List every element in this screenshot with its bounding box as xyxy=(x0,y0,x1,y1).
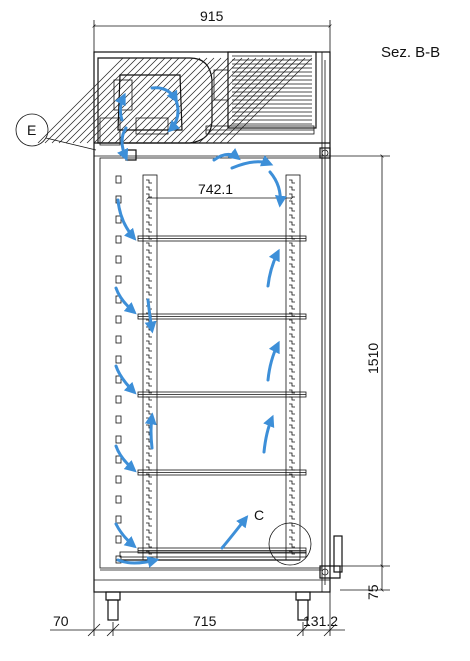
airflow-arrow xyxy=(116,198,137,241)
airflow-arrow xyxy=(117,126,129,162)
dimension-left-offset-label: 70 xyxy=(53,613,69,629)
shelf-group xyxy=(119,235,307,558)
bottom-rail xyxy=(119,551,307,558)
airflow-arrow xyxy=(144,412,157,450)
airflow-arrow xyxy=(167,98,181,133)
dimension-bottom-chain: 70 715 131.2 xyxy=(50,592,345,637)
evaporator-housing xyxy=(37,57,313,161)
right-foot xyxy=(295,591,311,621)
dimension-overall-width: 915 xyxy=(92,8,332,52)
airflow-arrow xyxy=(268,170,287,208)
dimension-foot-height-label: 75 xyxy=(365,584,381,600)
airflow-arrow xyxy=(212,148,241,162)
dimension-foot-height: 75 xyxy=(340,566,390,600)
airflow-arrow xyxy=(266,340,280,382)
airflow-arrow xyxy=(114,522,137,549)
door-hinge xyxy=(319,147,343,579)
airflow-arrow xyxy=(114,444,137,473)
dimension-overall-width-label: 915 xyxy=(200,8,224,24)
section-label: Sez. B-B xyxy=(381,44,440,61)
cabinet-outline xyxy=(93,51,331,593)
airflow-arrow xyxy=(220,515,249,550)
detail-callout-c-label: C xyxy=(254,507,264,523)
right-rack-ladder xyxy=(285,174,301,561)
airflow-arrow xyxy=(150,86,178,104)
dimension-inner-width: 742.1 xyxy=(146,181,294,200)
airflow-arrows xyxy=(114,86,287,568)
detail-callout-e: E xyxy=(15,113,97,151)
airflow-arrow xyxy=(230,155,274,170)
compressor-unit xyxy=(205,51,317,135)
dimension-right-offset-label: 131.2 xyxy=(303,613,338,629)
left-wall-guides xyxy=(115,175,122,564)
left-foot xyxy=(105,591,121,621)
airflow-arrow xyxy=(116,556,160,568)
detail-callout-c: C xyxy=(254,507,312,566)
dimension-inner-height: 1510 xyxy=(322,154,390,568)
dimension-inner-width-label: 742.1 xyxy=(198,181,233,197)
dimension-inner-height-label: 1510 xyxy=(365,343,381,374)
airflow-arrow xyxy=(114,364,137,395)
airflow-arrow xyxy=(262,414,275,454)
airflow-arrow xyxy=(266,248,280,288)
left-rack-ladder xyxy=(142,174,158,561)
airflow-arrow xyxy=(144,298,157,334)
dimension-foot-span-label: 715 xyxy=(193,613,217,629)
airflow-arrow xyxy=(114,286,137,315)
detail-callout-e-label: E xyxy=(27,122,36,138)
airflow-arrow xyxy=(114,92,126,122)
